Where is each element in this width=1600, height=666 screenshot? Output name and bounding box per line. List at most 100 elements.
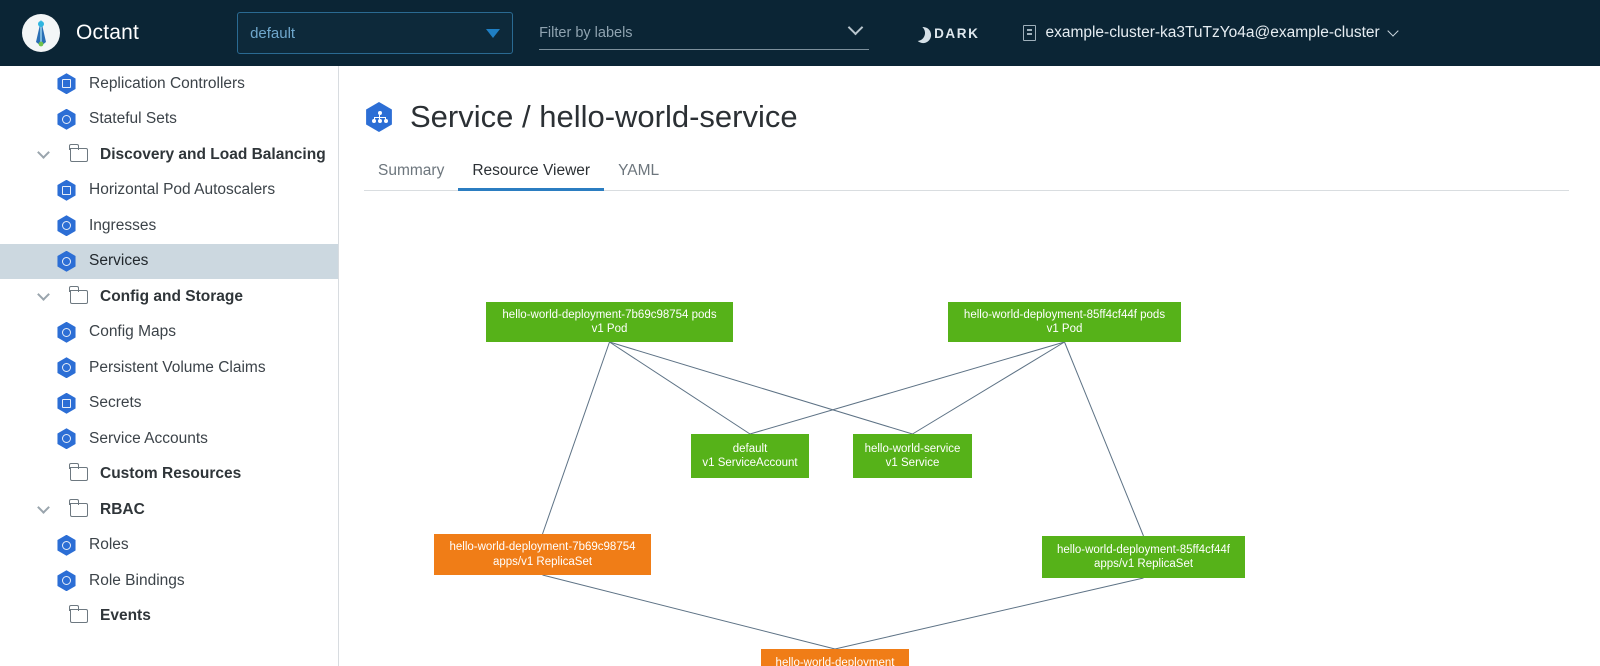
sidebar-item-ingresses[interactable]: Ingresses — [0, 208, 338, 244]
sidebar-item-label: Events — [100, 607, 151, 625]
chevron-down-icon[interactable] — [30, 288, 56, 302]
graph-node-kind: v1 Pod — [1046, 323, 1083, 335]
label-filter-placeholder: Filter by labels — [539, 24, 633, 41]
cluster-select[interactable]: example-cluster-ka3TuTzYo4a@example-clus… — [1023, 24, 1399, 42]
dark-mode-toggle[interactable]: DARK — [909, 25, 979, 41]
graph-node-kind: apps/v1 ReplicaSet — [492, 555, 593, 568]
sidebar-item-label: Horizontal Pod Autoscalers — [89, 181, 276, 199]
chevron-down-icon — [847, 19, 864, 36]
namespace-select-value: default — [250, 24, 296, 42]
k8s-role-binding-icon — [57, 570, 76, 592]
graph-node-pod-7b69[interactable]: hello-world-deployment-7b69c98754 pods v1… — [486, 302, 733, 342]
sidebar-item-label: Config Maps — [89, 323, 177, 341]
sidebar-item-persistent-volume-claims[interactable]: Persistent Volume Claims — [0, 350, 338, 386]
sidebar-item-events[interactable]: Events — [0, 599, 338, 635]
sidebar-item-service-accounts[interactable]: Service Accounts — [0, 421, 338, 457]
sidebar-item-config-and-storage[interactable]: Config and Storage — [0, 279, 338, 315]
sidebar-item-secrets[interactable]: Secrets — [0, 386, 338, 422]
folder-icon — [69, 143, 88, 162]
tab-bar: Summary Resource Viewer YAML — [364, 156, 1569, 191]
sidebar-item-custom-resources[interactable]: Custom Resources — [0, 457, 338, 493]
sidebar-item-replication-controllers[interactable]: Replication Controllers — [0, 66, 338, 102]
sidebar-item-label: Discovery and Load Balancing — [100, 145, 326, 163]
k8s-service-icon — [366, 102, 392, 132]
k8s-config-map-icon — [57, 321, 76, 343]
cluster-name: example-cluster-ka3TuTzYo4a@example-clus… — [1045, 24, 1380, 41]
chevron-down-icon[interactable] — [30, 501, 56, 515]
octant-logo-icon — [22, 14, 60, 52]
tab-resource-viewer[interactable]: Resource Viewer — [458, 156, 604, 191]
sidebar-item-role-bindings[interactable]: Role Bindings — [0, 563, 338, 599]
sidebar-item-rbac[interactable]: RBAC — [0, 492, 338, 528]
sidebar-item-services[interactable]: Services — [0, 243, 338, 279]
k8s-role-icon — [57, 534, 76, 556]
graph-node-title: hello-world-deployment-7b69c98754 pods — [502, 308, 717, 321]
sidebar-item-label: Config and Storage — [100, 287, 243, 305]
folder-icon — [69, 605, 88, 624]
sidebar-item-label: Stateful Sets — [89, 110, 177, 128]
sidebar-item-label: Secrets — [89, 394, 142, 412]
graph-node-kind: v1 Pod — [591, 323, 628, 335]
main-content: Service / hello-world-service Summary Res… — [339, 66, 1600, 666]
graph-node-title: hello-world-deployment — [775, 657, 895, 666]
sidebar-item-label: Roles — [89, 536, 129, 554]
sidebar-item-roles[interactable]: Roles — [0, 528, 338, 564]
tab-summary[interactable]: Summary — [378, 162, 445, 179]
folder-icon — [69, 285, 88, 304]
k8s-hpa-icon — [57, 179, 76, 201]
graph-node-pod-85ff[interactable]: hello-world-deployment-85ff4cf44f pods v1… — [948, 302, 1181, 342]
tab-yaml[interactable]: YAML — [618, 162, 660, 179]
label-filter-input[interactable]: Filter by labels — [539, 16, 870, 50]
sidebar-item-label: Persistent Volume Claims — [89, 358, 266, 376]
graph-edge — [834, 577, 1144, 650]
sidebar-item-label: Ingresses — [89, 216, 157, 234]
sidebar-item-label: Custom Resources — [100, 465, 242, 483]
k8s-service-icon — [57, 250, 76, 272]
k8s-ingress-icon — [57, 215, 76, 237]
graph-node-kind: v1 ServiceAccount — [702, 457, 798, 469]
graph-node-kind: apps/v1 ReplicaSet — [1093, 558, 1194, 570]
graph-node-title: hello-world-deployment-85ff4cf44f pods — [963, 308, 1166, 321]
graph-edge — [542, 341, 610, 535]
graph-node-serviceaccount-default[interactable]: default v1 ServiceAccount — [691, 434, 809, 478]
k8s-pvc-icon — [57, 357, 76, 379]
graph-edge — [542, 574, 836, 650]
sidebar-item-label: Role Bindings — [89, 571, 185, 589]
sidebar-item-config-maps[interactable]: Config Maps — [0, 315, 338, 351]
chevron-down-icon[interactable] — [30, 146, 56, 160]
moon-icon — [907, 23, 928, 44]
brand-name: Octant — [76, 21, 140, 44]
page-title-row: Service / hello-world-service — [364, 99, 1600, 135]
caret-down-icon — [486, 28, 501, 38]
graph-node-deployment-hello-world[interactable]: hello-world-deploymentapps/v1 Deployment — [761, 649, 909, 666]
resource-viewer-graph[interactable]: hello-world-deployment-7b69c98754 pods v1… — [364, 184, 1569, 666]
sidebar-item-label: Service Accounts — [89, 429, 208, 447]
graph-edge — [1064, 341, 1144, 537]
graph-node-kind: v1 Service — [885, 457, 940, 469]
k8s-stateful-set-icon — [57, 108, 76, 130]
graph-node-title: default — [732, 442, 768, 455]
cluster-icon — [1023, 25, 1037, 41]
graph-edge — [609, 341, 913, 435]
brand[interactable]: Octant — [22, 14, 139, 52]
sidebar-item-label: Replication Controllers — [89, 74, 245, 92]
dark-mode-label: DARK — [934, 25, 980, 41]
chevron-down-icon — [1387, 25, 1399, 37]
sidebar-item-discovery-and-load-balancing[interactable]: Discovery and Load Balancing — [0, 137, 338, 173]
k8s-secret-icon — [57, 392, 76, 414]
sidebar-item-horizontal-pod-autoscalers[interactable]: Horizontal Pod Autoscalers — [0, 173, 338, 209]
k8s-service-account-icon — [57, 428, 76, 450]
folder-icon — [69, 463, 88, 482]
namespace-select[interactable]: default — [237, 12, 514, 54]
graph-canvas: hello-world-deployment-7b69c98754 pods v1… — [364, 184, 1294, 666]
graph-node-title: hello-world-service — [864, 442, 961, 455]
graph-edges — [542, 341, 1144, 650]
graph-node-service-hello-world[interactable]: hello-world-service v1 Service — [853, 434, 972, 478]
sidebar-item-stateful-sets[interactable]: Stateful Sets — [0, 102, 338, 138]
page-title: Service / hello-world-service — [410, 99, 798, 134]
graph-node-title: hello-world-deployment-85ff4cf44f — [1056, 543, 1231, 556]
graph-node-replicaset-85ff[interactable]: hello-world-deployment-85ff4cf44f apps/v1… — [1042, 536, 1245, 578]
